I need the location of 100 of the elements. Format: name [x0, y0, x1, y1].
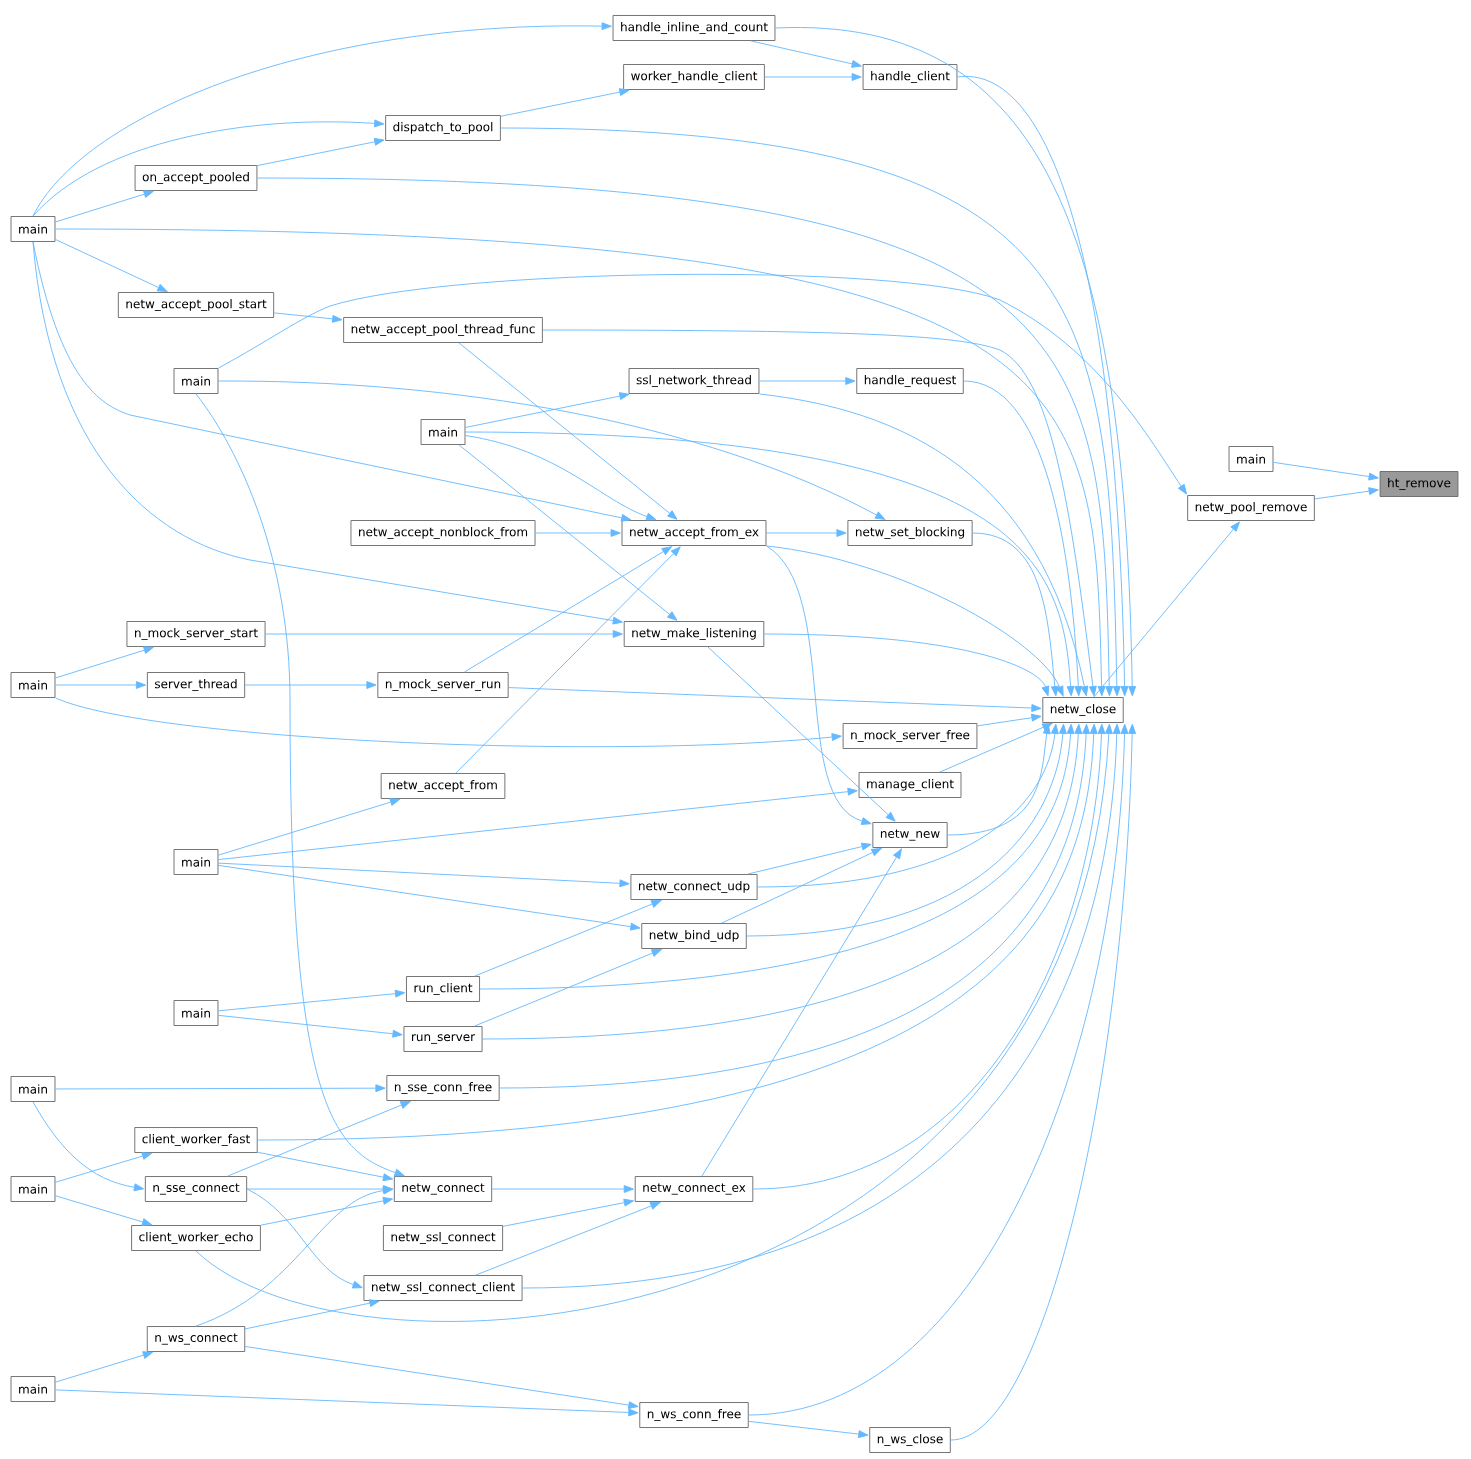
arrow — [479, 723, 1075, 990]
arrow — [474, 949, 662, 1027]
arrow — [227, 1101, 411, 1177]
arrow — [766, 545, 1064, 697]
arrow — [55, 239, 168, 292]
arrow — [218, 274, 1187, 495]
function-box: netw_connect — [393, 1176, 493, 1202]
function-box: manage_client — [858, 772, 962, 798]
arrow — [748, 1420, 869, 1438]
arrow — [1273, 461, 1379, 481]
arrow — [465, 392, 630, 428]
function-box: ssl_network_thread — [628, 368, 760, 394]
function-box: n_ws_conn_free — [639, 1402, 749, 1428]
function-box: netw_make_listening — [623, 621, 765, 647]
arrow — [508, 687, 1042, 712]
arrow — [244, 1299, 380, 1330]
function-box: handle_inline_and_count — [612, 15, 776, 41]
function-box: main — [10, 216, 56, 242]
arrow — [491, 1185, 634, 1193]
function-box: netw_ssl_connect — [382, 1225, 504, 1251]
arrow — [947, 723, 1051, 836]
highlighted-function-box: ht_remove — [1379, 471, 1459, 497]
arrow — [1093, 521, 1240, 698]
arrow — [256, 137, 385, 167]
arrow — [195, 1186, 394, 1327]
arrow — [766, 529, 847, 537]
arrow — [542, 329, 1097, 697]
arrow — [55, 228, 1106, 697]
arrow — [482, 723, 1083, 1040]
arrow — [218, 862, 630, 888]
arrow — [465, 431, 1075, 697]
arrow — [502, 1198, 634, 1227]
arrow — [475, 1202, 661, 1276]
function-box: netw_new — [872, 822, 948, 848]
arrow — [956, 76, 1129, 697]
arrow — [747, 842, 872, 875]
arrow — [265, 630, 623, 638]
arrow — [963, 380, 1083, 697]
function-box: main — [1228, 446, 1274, 472]
arrow — [257, 723, 1098, 1141]
arrow — [721, 848, 882, 924]
function-box: run_client — [406, 976, 480, 1002]
arrow — [757, 723, 1059, 888]
function-box: main — [173, 849, 219, 875]
arrow — [218, 380, 886, 520]
arrow — [256, 177, 1114, 697]
arrow — [55, 697, 842, 747]
arrow — [535, 529, 621, 537]
arrow — [32, 1101, 145, 1192]
function-box: run_server — [403, 1026, 483, 1052]
arrow — [763, 633, 1050, 697]
arrow — [976, 713, 1042, 727]
arrow — [750, 40, 862, 68]
arrow — [55, 1152, 153, 1183]
function-box: worker_handle_client — [623, 64, 765, 90]
arrow — [748, 723, 1129, 1416]
function-box: netw_accept_nonblock_from — [350, 520, 536, 546]
function-box: main — [10, 1376, 56, 1402]
function-box: main — [10, 1176, 56, 1202]
function-box: main — [420, 419, 466, 445]
function-box: on_accept_pooled — [134, 165, 258, 191]
arrow — [458, 342, 678, 520]
arrow — [55, 681, 147, 689]
function-box: netw_connect_ex — [634, 1176, 754, 1202]
function-box: netw_accept_pool_thread_func — [343, 317, 543, 343]
arrow — [455, 546, 681, 774]
arrow — [764, 73, 862, 81]
arrow — [707, 646, 896, 822]
arrow — [273, 312, 343, 323]
function-box: n_ws_close — [869, 1427, 951, 1453]
arrow — [195, 393, 405, 1177]
function-box: netw_bind_udp — [641, 923, 747, 949]
function-box: n_mock_server_start — [126, 621, 266, 647]
arrow — [218, 989, 406, 1012]
function-box: n_sse_conn_free — [386, 1075, 500, 1101]
arrow — [218, 798, 401, 856]
arrow — [218, 787, 858, 861]
arrow — [260, 1196, 394, 1226]
function-box: netw_set_blocking — [847, 520, 973, 546]
arrow — [246, 1188, 363, 1289]
function-box: main — [10, 672, 56, 698]
arrow — [701, 848, 902, 1177]
arrow — [465, 435, 657, 521]
arrow — [474, 900, 662, 977]
arrow — [244, 1346, 639, 1409]
arrow — [758, 377, 856, 385]
function-box: n_mock_server_free — [842, 723, 978, 749]
arrow — [766, 545, 872, 825]
arrow — [55, 1195, 153, 1226]
function-box: n_sse_connect — [144, 1176, 248, 1202]
arrow — [257, 1151, 394, 1182]
arrow — [950, 723, 1137, 1441]
arrow — [758, 393, 1089, 697]
arrow — [55, 190, 154, 223]
function-box: main — [173, 368, 219, 394]
arrow — [55, 1351, 153, 1383]
function-box: client_worker_fast — [134, 1127, 258, 1153]
arrow — [32, 119, 385, 217]
arrow — [774, 27, 1137, 697]
function-box: netw_close — [1042, 697, 1124, 723]
